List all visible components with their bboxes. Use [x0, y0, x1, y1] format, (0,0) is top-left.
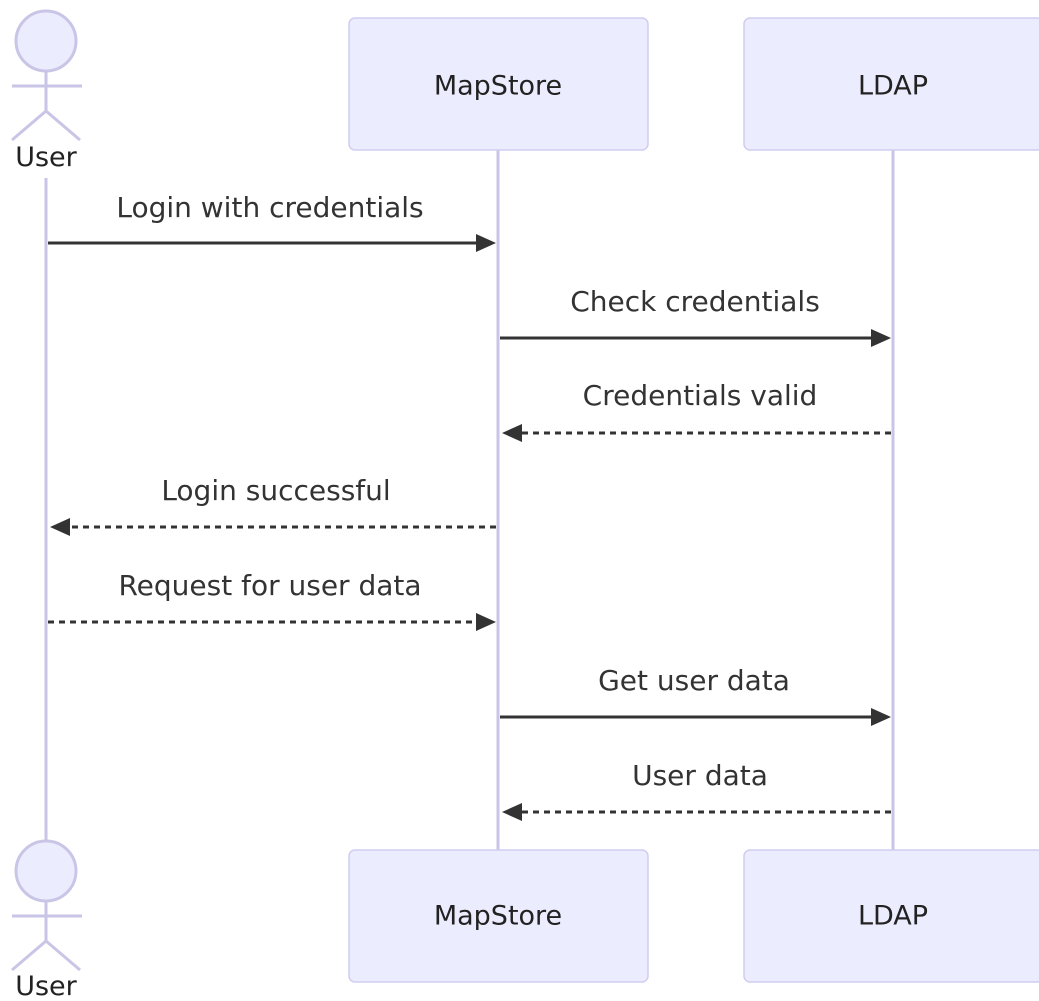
message-label: Get user data — [598, 664, 790, 697]
message-get-user-data: Get user data — [500, 664, 891, 726]
participant-ldap-top: LDAP — [743, 17, 1039, 151]
arrowhead — [50, 518, 70, 536]
arrowhead — [871, 708, 891, 726]
actor-user-bottom: User — [11, 839, 82, 1001]
participant-mapstore-top: MapStore — [348, 17, 649, 151]
actor-right-leg — [45, 109, 81, 142]
actor-head — [14, 9, 78, 73]
message-label: Request for user data — [118, 569, 421, 602]
message-check-credentials: Check credentials — [500, 285, 891, 347]
actor-label-user-bottom: User — [15, 971, 77, 1001]
participant-mapstore-bottom: MapStore — [348, 849, 649, 983]
arrowhead — [476, 613, 496, 631]
message-label: Credentials valid — [583, 379, 818, 412]
actor-label-user-top: User — [15, 142, 77, 173]
arrowhead — [476, 234, 496, 252]
arrowhead — [871, 329, 891, 347]
actor-user-top: User — [11, 9, 82, 173]
actor-left-leg — [11, 939, 47, 972]
message-label: Login with credentials — [116, 191, 423, 224]
actor-left-leg — [11, 109, 47, 142]
message-label: Login successful — [161, 474, 390, 507]
message-user-data: User data — [502, 759, 891, 821]
message-login-with-credentials: Login with credentials — [48, 191, 496, 252]
participant-label-ldap-top: LDAP — [858, 71, 928, 102]
message-label: User data — [632, 759, 768, 792]
participant-box — [348, 849, 649, 983]
message-label: Check credentials — [570, 285, 820, 318]
participant-box — [743, 849, 1039, 983]
participant-box — [743, 17, 1039, 151]
arrowhead — [502, 424, 522, 442]
participant-ldap-bottom: LDAP — [743, 849, 1039, 983]
actor-head — [14, 839, 78, 903]
actor-right-leg — [45, 939, 81, 972]
message-credentials-valid: Credentials valid — [502, 379, 891, 442]
participant-label-mapstore-bottom: MapStore — [434, 901, 562, 932]
message-request-for-user-data: Request for user data — [48, 569, 496, 631]
participant-box — [348, 17, 649, 151]
message-login-successful: Login successful — [50, 474, 496, 536]
participant-label-mapstore-top: MapStore — [434, 71, 562, 102]
arrowhead — [502, 803, 522, 821]
participant-label-ldap-bottom: LDAP — [858, 901, 928, 932]
